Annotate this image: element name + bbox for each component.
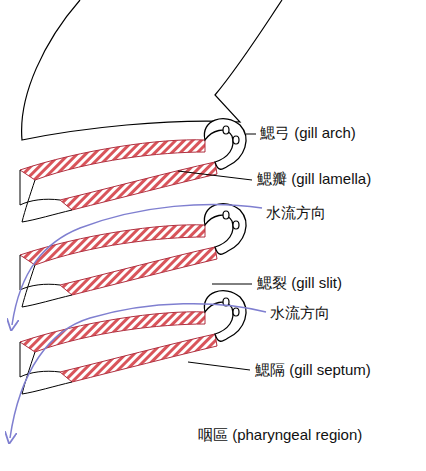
part-label: 鰓裂 (gill slit)	[255, 274, 344, 292]
leader-line	[178, 171, 252, 180]
part-label: 鰓瓣 (gill lamella)	[255, 170, 373, 188]
flow-label: 水流方向	[264, 204, 328, 222]
part-label: 鰓弓 (gill arch)	[258, 124, 358, 142]
fish-body	[22, 0, 282, 140]
gill-unit	[20, 291, 246, 394]
leader-line	[188, 362, 250, 370]
water-flow-arrow	[10, 304, 266, 438]
part-label: 鰓隔 (gill septum)	[253, 361, 373, 379]
gill-unit	[20, 204, 246, 307]
leader-line	[212, 284, 252, 285]
flow-label: 水流方向	[268, 304, 332, 322]
leader-line	[246, 134, 256, 135]
part-label: 咽區 (pharyngeal region)	[196, 426, 364, 444]
